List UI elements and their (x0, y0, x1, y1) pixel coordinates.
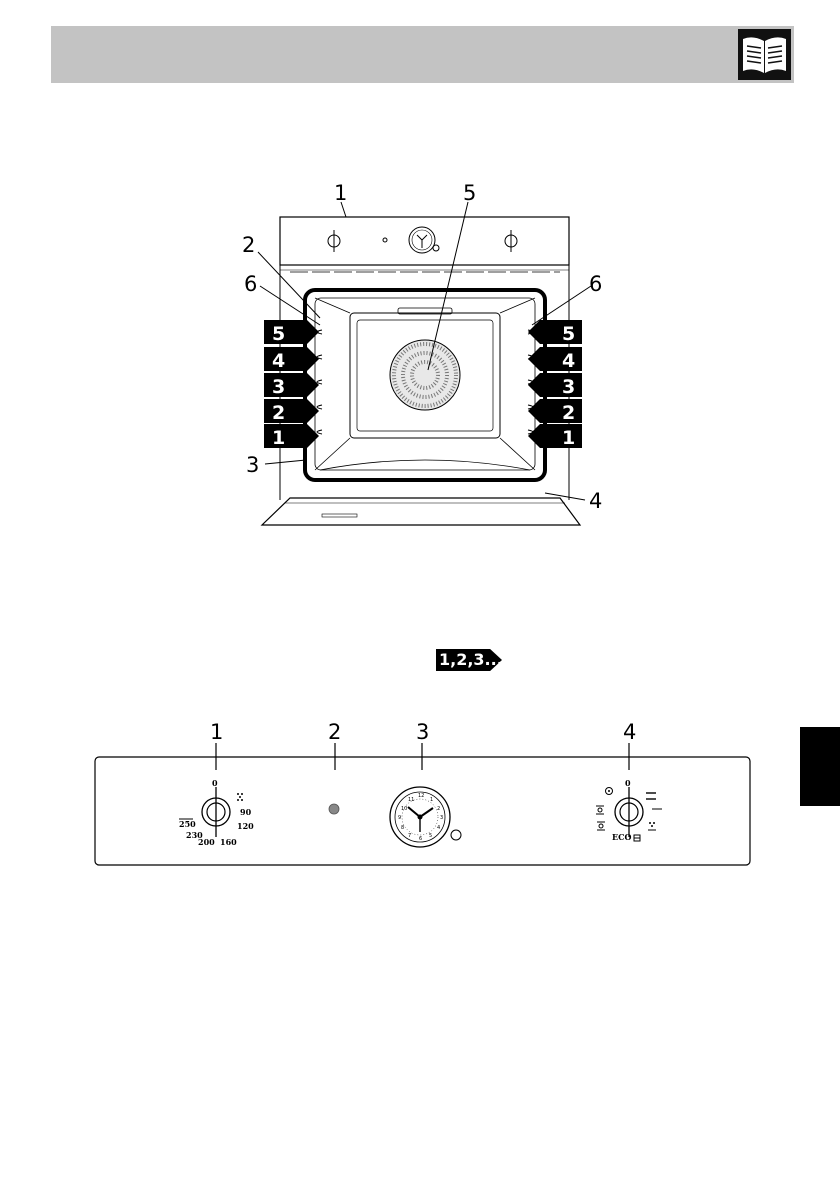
eco-grill-icon (633, 834, 641, 842)
mini-indicator-light (382, 237, 388, 243)
shelf-level-label: 2 (562, 402, 575, 424)
shelf-level-label: 4 (562, 350, 575, 372)
shelf-level-label: 4 (272, 350, 285, 372)
shelf-labels-right: 5 4 3 2 1 (528, 320, 582, 449)
panel-callout-3: 3 (416, 720, 429, 744)
callout-4: 4 (589, 489, 602, 513)
sequence-badge: 1,2,3... (436, 649, 503, 671)
control-panel-figure: 1 2 3 4 0 250 230 200 160 120 90 12 1 (94, 720, 751, 866)
callout-6-right: 6 (589, 272, 602, 296)
callout-5: 5 (463, 181, 476, 205)
shelf-level-label: 5 (272, 323, 285, 345)
timer-dial-numbers: 12 1 2 3 4 5 6 7 8 9 10 11 (398, 793, 443, 842)
header-bar (51, 26, 794, 83)
book-icon (738, 29, 791, 80)
svg-text:11: 11 (408, 797, 414, 803)
thermostat-temp-120: 120 (237, 821, 254, 831)
shelf-level-label: 3 (272, 376, 285, 398)
svg-text:10: 10 (401, 806, 407, 812)
shelf-level-label: 1 (272, 427, 285, 449)
svg-text:7: 7 (408, 833, 411, 839)
shelf-labels-left: 5 4 3 2 1 (264, 320, 319, 449)
svg-text:5: 5 (429, 833, 432, 839)
oven-figure: 5 4 3 2 1 5 4 3 2 1 1 2 3 4 5 6 6 (242, 181, 602, 526)
shelf-level-label: 3 (562, 376, 575, 398)
mini-function-knob (504, 230, 518, 252)
panel-callout-2: 2 (328, 720, 341, 744)
svg-text:1: 1 (430, 797, 433, 803)
indicator-light (328, 803, 340, 815)
panel-callout-1: 1 (210, 720, 223, 744)
callout-6-left: 6 (244, 272, 257, 296)
thermostat-temp-200: 200 (198, 837, 215, 847)
svg-text:6: 6 (419, 836, 422, 842)
svg-text:4: 4 (437, 825, 440, 831)
callout-3: 3 (246, 453, 259, 477)
thermostat-knob[interactable] (201, 787, 231, 837)
mini-timer-dial (408, 226, 440, 254)
callout-2: 2 (242, 233, 255, 257)
svg-text:2: 2 (437, 806, 440, 812)
side-tab (800, 727, 840, 806)
function-zero: 0 (625, 778, 631, 788)
defrost-icon (237, 793, 243, 801)
shelf-level-label: 1 (562, 427, 575, 449)
grill-fan-icon (596, 805, 604, 815)
thermostat-temp-90: 90 (240, 807, 252, 817)
sequence-badge-text: 1,2,3... (439, 650, 503, 669)
svg-text:9: 9 (398, 815, 401, 821)
function-knob[interactable] (614, 787, 644, 837)
svg-text:3: 3 (440, 815, 443, 821)
shelf-level-label: 5 (562, 323, 575, 345)
callout-1: 1 (334, 181, 347, 205)
fan-heating-icon (597, 821, 605, 831)
fan-cover (389, 339, 461, 411)
function-eco: ECO (612, 832, 631, 842)
defrost-function-icon (648, 822, 656, 831)
fan-symbol-icon (605, 787, 613, 795)
svg-text:8: 8 (401, 825, 404, 831)
shelf-level-label: 2 (272, 402, 285, 424)
thermostat-temp-250: 250 (179, 819, 196, 829)
panel-callout-4: 4 (623, 720, 636, 744)
thermostat-zero: 0 (212, 778, 218, 788)
svg-text:12: 12 (418, 793, 424, 799)
thermostat-temp-160: 160 (220, 837, 237, 847)
timer-dial[interactable] (389, 786, 462, 848)
top-heating-icon (646, 792, 656, 800)
thermostat-temp-230: 230 (186, 830, 203, 840)
mini-thermostat-knob (327, 230, 341, 252)
